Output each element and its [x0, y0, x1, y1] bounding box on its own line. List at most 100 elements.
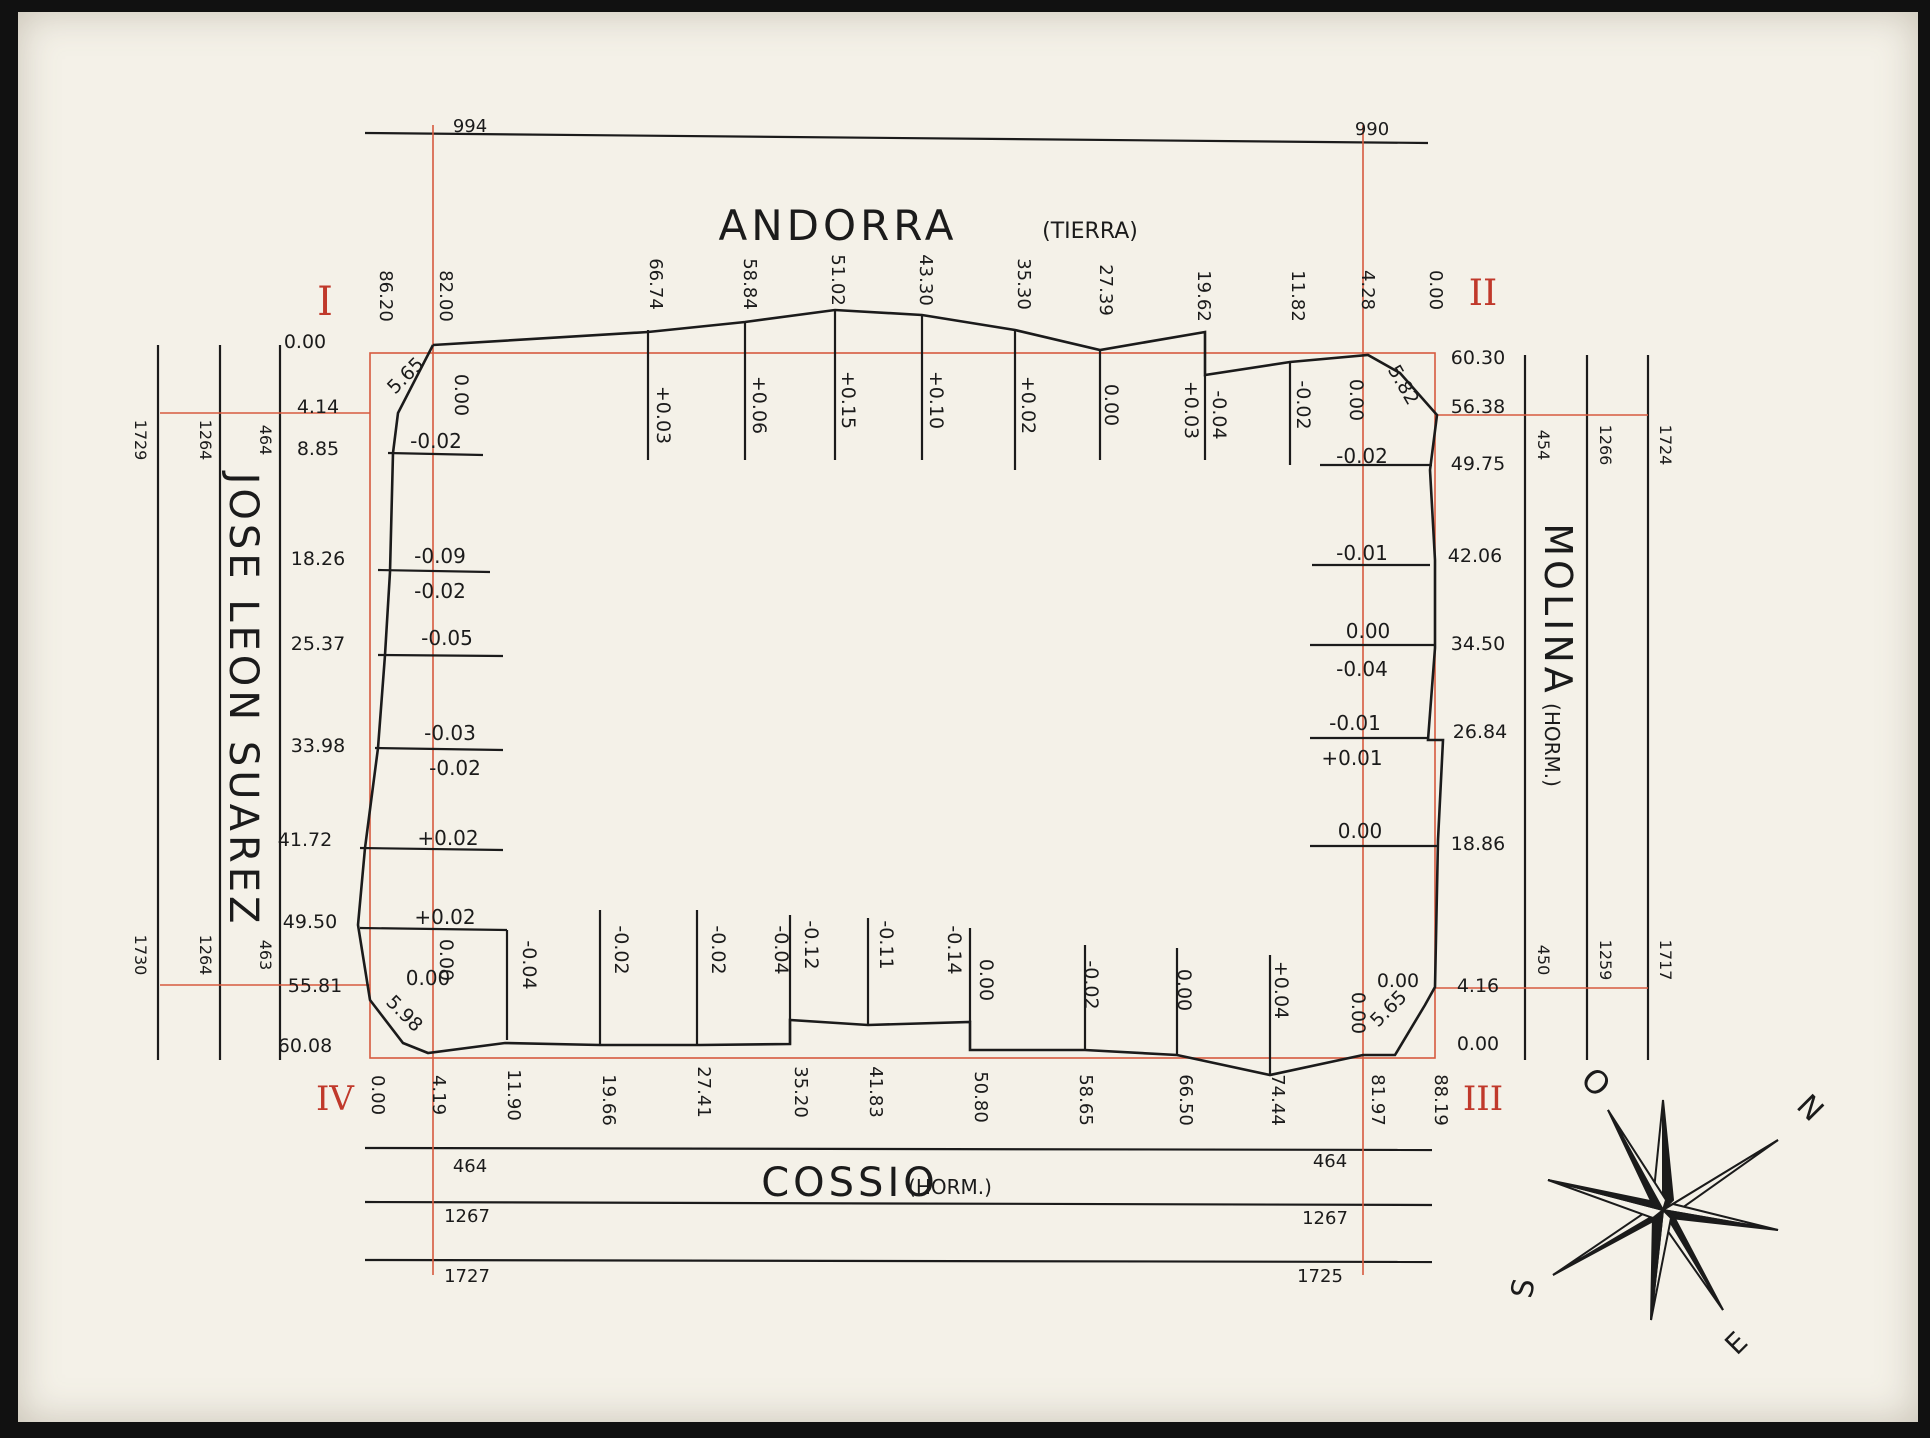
offset-label: -0.02 — [414, 579, 466, 603]
lot-outline — [356, 308, 1445, 1077]
east-street-number: 1724 — [1656, 425, 1675, 466]
chainage-label: 74.44 — [1267, 1074, 1288, 1126]
chainage-label: 41.83 — [865, 1066, 886, 1118]
right-chainage: 60.30 56.38 49.75 42.06 34.50 26.84 18.8… — [1448, 347, 1507, 1055]
chainage-label: 35.30 — [1013, 258, 1034, 310]
west-street-number: 1730 — [131, 935, 150, 976]
lot-boundary — [356, 308, 1445, 1077]
offset-label: 0.00 — [1338, 819, 1383, 843]
east-street-number: 1259 — [1596, 940, 1615, 981]
chainage-label: 88.19 — [1430, 1074, 1451, 1126]
offset-label: -0.02 — [707, 925, 729, 974]
offset-label: +0.02 — [1017, 376, 1039, 434]
east-street-number: 1266 — [1596, 425, 1615, 466]
offset-label: -0.02 — [1336, 444, 1388, 468]
west-street-number: 1264 — [196, 420, 215, 461]
offset-label: 0.00 — [1100, 384, 1122, 426]
bottom-offsets: 5.98 0.00 -0.04 -0.02 -0.02 -0.04 -0.12 … — [382, 920, 1420, 1036]
offset-label: +0.06 — [748, 376, 770, 434]
offset-label: 0.00 — [975, 959, 997, 1001]
survey-sheet — [18, 12, 1918, 1422]
chainage-label: 4.16 — [1457, 975, 1499, 997]
offset-label: -0.09 — [414, 544, 466, 568]
chainage-label: 56.38 — [1451, 396, 1505, 418]
compass-west-label: O — [1573, 1060, 1618, 1105]
left-tick — [359, 846, 504, 852]
chainage-label: 60.08 — [278, 1035, 332, 1057]
chainage-label: 51.02 — [827, 254, 848, 306]
offset-label: 5.65 — [1366, 986, 1411, 1031]
chainage-label: 18.86 — [1451, 833, 1505, 855]
west-street-number: 464 — [256, 425, 275, 456]
east-street-number: 1717 — [1656, 940, 1675, 981]
chainage-label: 58.65 — [1075, 1074, 1096, 1126]
offset-label: -0.01 — [1336, 541, 1388, 565]
chainage-label: 50.80 — [970, 1071, 991, 1123]
south-street-number: 464 — [453, 1156, 487, 1177]
offset-label: 0.00 — [1347, 992, 1369, 1034]
chainage-label: 26.84 — [1453, 721, 1507, 743]
offset-label: +0.03 — [652, 386, 674, 444]
corner-marker-i: I — [317, 279, 333, 325]
east-street-type: (HORM.) — [1540, 703, 1564, 787]
compass-south-label: S — [1505, 1276, 1543, 1301]
chainage-label: 58.84 — [739, 258, 760, 310]
left-tick — [374, 746, 504, 752]
chainage-label: 55.81 — [288, 975, 342, 997]
south-street-number: 1267 — [1302, 1208, 1348, 1229]
offset-label: -0.03 — [424, 721, 476, 745]
offset-label: +0.15 — [837, 371, 859, 429]
offset-label: 5.82 — [1383, 361, 1423, 409]
chainage-label: 11.82 — [1287, 270, 1308, 322]
chainage-label: 11.90 — [503, 1069, 524, 1121]
top-chainage: 86.20 82.00 66.74 58.84 51.02 43.30 35.3… — [375, 254, 1446, 322]
chainage-label: 41.72 — [278, 829, 332, 851]
north-street-type: (TIERRA) — [1042, 219, 1138, 244]
chainage-label: 66.50 — [1175, 1074, 1196, 1126]
west-street-name: JOSE LEON SUAREZ — [220, 470, 266, 928]
chainage-label: 0.00 — [284, 331, 326, 353]
chainage-label: 0.00 — [367, 1075, 388, 1115]
chainage-label: 0.00 — [1425, 270, 1446, 310]
chainage-label: 0.00 — [1457, 1033, 1499, 1055]
offset-label: -0.14 — [943, 925, 965, 974]
offset-label: 0.00 — [450, 374, 472, 416]
corner-marker-ii: II — [1469, 273, 1497, 314]
offset-label: 5.65 — [383, 353, 428, 398]
south-street-type: (HORM.) — [908, 1175, 992, 1199]
offset-label: +0.02 — [417, 826, 478, 850]
west-street-number: 1264 — [196, 935, 215, 976]
north-street-number: 994 — [453, 116, 487, 137]
offset-label: -0.05 — [421, 626, 473, 650]
chainage-label: 4.28 — [1357, 270, 1378, 310]
bottom-chainage: 0.00 4.19 11.90 19.66 27.41 35.20 41.83 … — [367, 1066, 1451, 1126]
south-street-line-3 — [364, 1258, 1433, 1264]
offset-label: -0.04 — [1336, 657, 1388, 681]
offset-label: +0.03 — [1180, 381, 1202, 439]
left-offsets: -0.02 -0.09 -0.02 -0.05 -0.03 -0.02 +0.0… — [406, 429, 481, 990]
north-street-number: 990 — [1355, 119, 1389, 140]
chainage-label: 4.14 — [297, 396, 339, 418]
reference-lines — [160, 125, 1648, 1275]
south-street-number: 1267 — [444, 1206, 490, 1227]
offset-label: 0.00 — [435, 939, 457, 981]
chainage-label: 19.62 — [1193, 270, 1214, 322]
chainage-label: 18.26 — [291, 548, 345, 570]
chainage-label: 82.00 — [435, 270, 456, 322]
chainage-label: 8.85 — [297, 438, 339, 460]
offset-label: -0.11 — [875, 920, 897, 969]
chainage-label: 66.74 — [645, 258, 666, 310]
left-tick — [359, 926, 508, 932]
offset-label: -0.02 — [410, 429, 462, 453]
chainage-label: 27.41 — [693, 1066, 714, 1118]
left-tick — [387, 451, 484, 457]
south-street-line-2 — [364, 1200, 1433, 1207]
offset-label: -0.02 — [429, 756, 481, 780]
offset-label: 5.98 — [382, 991, 427, 1036]
chainage-label: 43.30 — [915, 254, 936, 306]
chainage-label: 49.50 — [283, 911, 337, 933]
south-street-number: 1725 — [1297, 1266, 1343, 1287]
offset-label: -0.02 — [1080, 960, 1102, 1009]
north-street-name: ANDORRA — [719, 201, 958, 250]
